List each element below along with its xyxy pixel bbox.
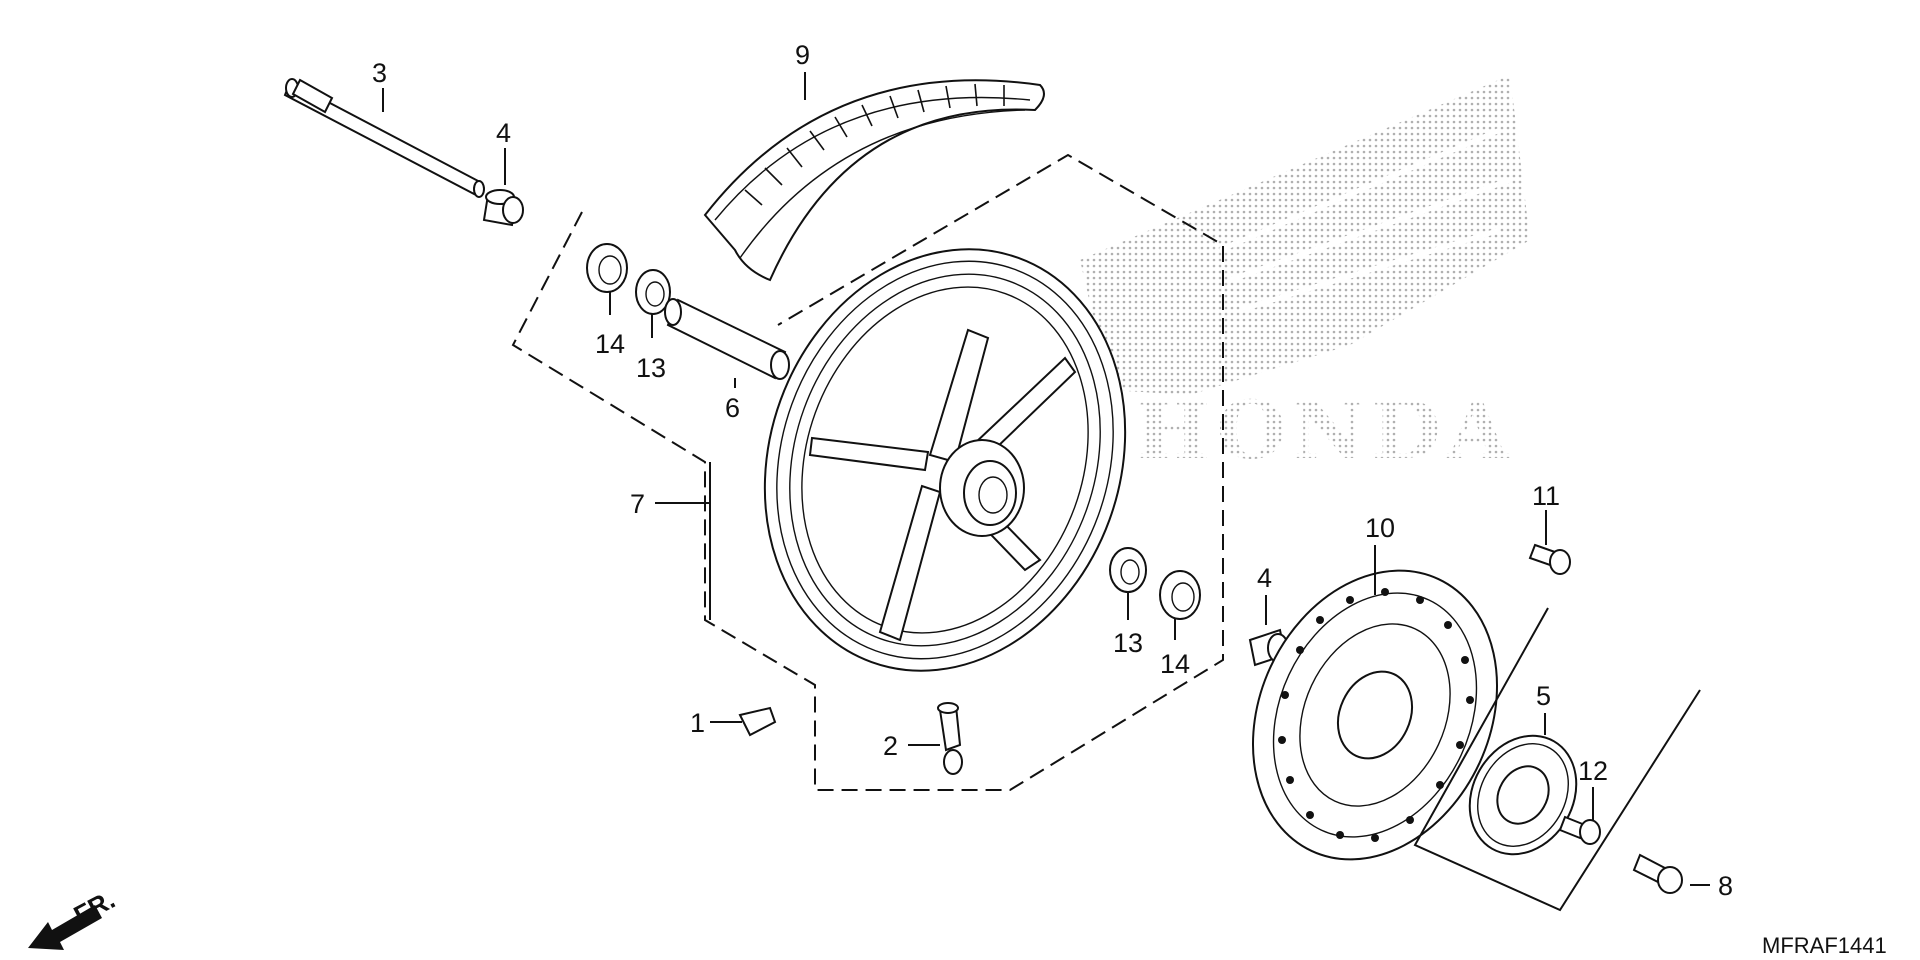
pulser-ring-bolt <box>1558 815 1601 845</box>
callout-10: 11 <box>1532 481 1560 511</box>
diagram-code: MFRAF1441 <box>1762 933 1887 958</box>
disc-bolt <box>1528 543 1571 575</box>
bearing-left <box>635 269 671 315</box>
callout-4-lower: 4 <box>1257 563 1272 593</box>
callout-7: 7 <box>630 489 645 519</box>
callout-8: 9 <box>795 40 810 70</box>
tire <box>703 79 1045 282</box>
brake-disc <box>1252 569 1498 861</box>
dust-seal-left <box>586 243 628 293</box>
distance-collar <box>664 298 790 380</box>
callout-6: 6 <box>725 393 740 423</box>
axle <box>283 78 485 198</box>
wheel-assembly-outline <box>511 153 1224 791</box>
honda-wing-watermark: HONDA <box>1080 75 1530 477</box>
callout-14-left: 14 <box>595 329 625 359</box>
callout-4-upper: 4 <box>496 118 511 148</box>
callout-11: 8 <box>1718 871 1733 901</box>
honda-wordmark: HONDA <box>1135 383 1515 477</box>
tire-valve <box>937 702 963 775</box>
callout-12: 12 <box>1578 756 1608 786</box>
callout-13-left: 13 <box>636 353 666 383</box>
callout-5: 5 <box>1536 681 1551 711</box>
callout-2: 2 <box>883 731 898 761</box>
callout-9: 10 <box>1365 513 1395 543</box>
wheel-rim <box>763 248 1127 672</box>
callout-3: 3 <box>372 58 387 88</box>
leader-lines <box>382 72 1710 886</box>
callout-1: 1 <box>690 708 705 738</box>
bearing-right <box>1109 547 1147 593</box>
pulser-ring <box>1468 734 1578 856</box>
flange-bolt <box>1632 853 1683 894</box>
callout-13-right: 13 <box>1113 628 1143 658</box>
balance-weight <box>738 706 777 737</box>
front-direction-arrow: FR. <box>28 884 120 950</box>
callout-14-right: 14 <box>1160 649 1190 679</box>
pulser-ring-group-outline <box>1413 607 1701 912</box>
dust-seal-right <box>1159 570 1201 620</box>
collar-upper <box>482 189 524 227</box>
